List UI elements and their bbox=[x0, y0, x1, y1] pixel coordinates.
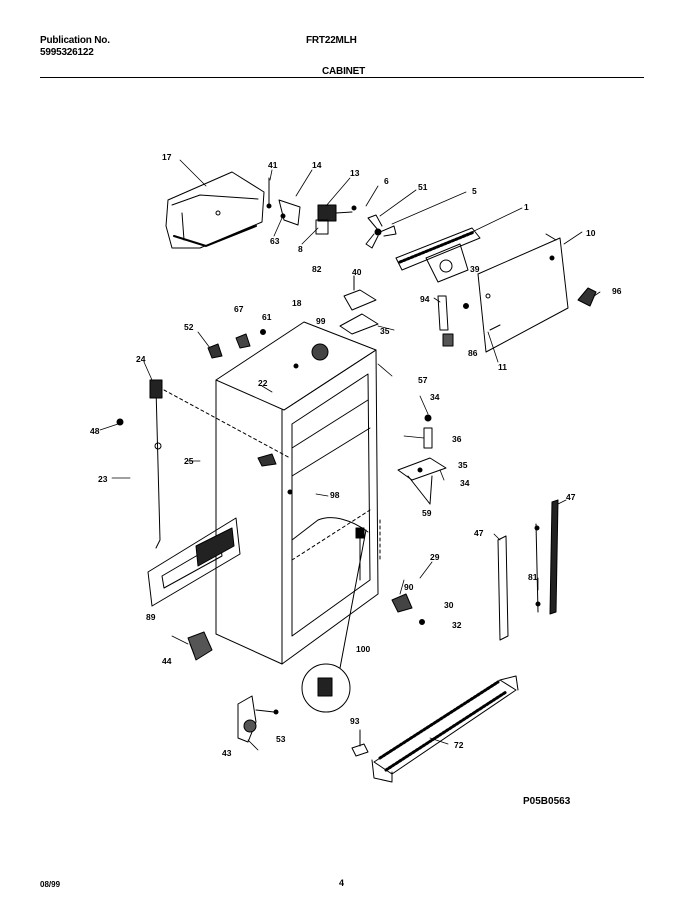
callout-67: 67 bbox=[234, 304, 244, 314]
callout-35-top: 35 bbox=[380, 326, 390, 336]
hinge-rod-part bbox=[116, 379, 291, 549]
callout-100: 100 bbox=[356, 644, 370, 654]
callout-5: 5 bbox=[472, 186, 477, 196]
callout-39: 39 bbox=[470, 264, 480, 274]
trim-strips-part bbox=[497, 499, 559, 641]
bracket-part bbox=[266, 177, 301, 226]
header-rule bbox=[40, 77, 644, 78]
callout-72: 72 bbox=[454, 740, 464, 750]
callout-43: 43 bbox=[222, 748, 232, 758]
callout-99: 99 bbox=[316, 316, 326, 326]
callout-48: 48 bbox=[90, 426, 100, 436]
screw-93-part bbox=[351, 729, 369, 757]
callout-96: 96 bbox=[612, 286, 622, 296]
evaporator-cover-part bbox=[165, 171, 265, 249]
roller-parts bbox=[391, 593, 425, 625]
callout-93: 93 bbox=[350, 716, 360, 726]
evaporator-part bbox=[395, 227, 481, 283]
publication-label: Publication No. bbox=[40, 35, 110, 46]
callout-29: 29 bbox=[430, 552, 440, 562]
leveling-bracket-part bbox=[237, 695, 279, 743]
callout-11: 11 bbox=[498, 362, 507, 372]
fan-blade-part bbox=[365, 214, 397, 249]
figure-code: P05B0563 bbox=[523, 796, 571, 807]
leader-lines bbox=[99, 159, 601, 751]
callout-47-right: 47 bbox=[566, 492, 576, 502]
callout-82: 82 bbox=[312, 264, 322, 274]
detail-circle bbox=[301, 529, 367, 713]
callout-22: 22 bbox=[258, 378, 268, 388]
callout-34-top: 34 bbox=[430, 392, 440, 402]
callout-89: 89 bbox=[146, 612, 156, 622]
publication-number: 5995326122 bbox=[40, 47, 94, 58]
section-title: CABINET bbox=[322, 66, 366, 77]
callout-18: 18 bbox=[292, 298, 302, 308]
callout-6: 6 bbox=[384, 176, 389, 186]
callout-61: 61 bbox=[262, 312, 272, 322]
callout-59: 59 bbox=[422, 508, 432, 518]
callout-47-left: 47 bbox=[474, 528, 484, 538]
toe-grille-part bbox=[371, 675, 519, 783]
fan-motor-part bbox=[315, 204, 357, 235]
page-number: 4 bbox=[339, 878, 345, 888]
callout-13: 13 bbox=[350, 168, 360, 178]
callout-52: 52 bbox=[184, 322, 194, 332]
callout-94: 94 bbox=[420, 294, 430, 304]
callout-14: 14 bbox=[312, 160, 322, 170]
callout-98: 98 bbox=[330, 490, 340, 500]
footer-date: 08/99 bbox=[40, 880, 61, 889]
cabinet-body bbox=[215, 321, 381, 665]
kick-plate-part bbox=[147, 517, 241, 607]
callout-41: 41 bbox=[268, 160, 278, 170]
callout-30: 30 bbox=[444, 600, 454, 610]
callout-23: 23 bbox=[98, 474, 108, 484]
callout-24: 24 bbox=[136, 354, 146, 364]
callout-53: 53 bbox=[276, 734, 286, 744]
small-fasteners-part bbox=[207, 329, 266, 359]
callout-40: 40 bbox=[352, 267, 362, 277]
callout-57: 57 bbox=[418, 375, 428, 385]
callout-32: 32 bbox=[452, 620, 462, 630]
shelf-support-parts bbox=[397, 414, 447, 505]
clip-part bbox=[577, 287, 597, 307]
callout-1: 1 bbox=[524, 202, 529, 212]
callout-51: 51 bbox=[418, 182, 428, 192]
shelf-bracket-part bbox=[339, 275, 379, 335]
callout-44: 44 bbox=[162, 656, 172, 666]
callout-81: 81 bbox=[528, 572, 538, 582]
callout-35: 35 bbox=[458, 460, 468, 470]
callout-90: 90 bbox=[404, 582, 414, 592]
callout-25: 25 bbox=[184, 456, 194, 466]
callout-86: 86 bbox=[468, 348, 478, 358]
callout-36: 36 bbox=[452, 434, 462, 444]
callout-34: 34 bbox=[460, 478, 470, 488]
back-panel-part bbox=[477, 233, 569, 353]
callout-17: 17 bbox=[162, 152, 172, 162]
callout-8: 8 bbox=[298, 244, 303, 254]
model-number: FRT22MLH bbox=[306, 35, 357, 46]
callout-10: 10 bbox=[586, 228, 596, 238]
callout-63: 63 bbox=[270, 236, 280, 246]
bracket-44-part bbox=[187, 631, 213, 661]
damper-part bbox=[437, 295, 469, 347]
